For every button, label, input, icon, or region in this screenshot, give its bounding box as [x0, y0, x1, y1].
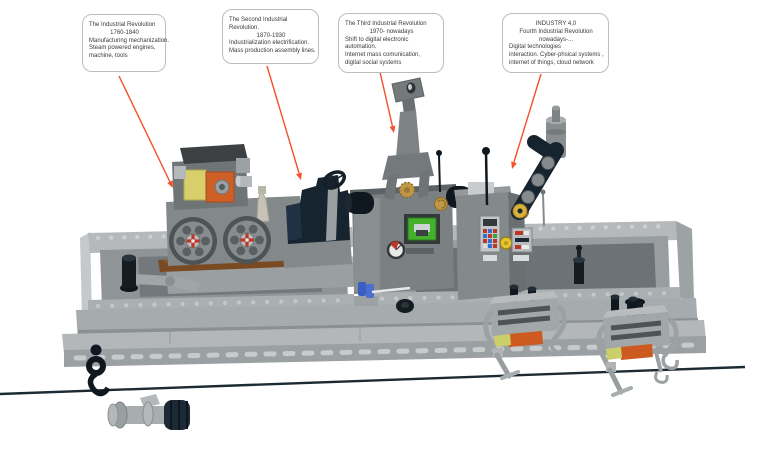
cable-trolley — [483, 284, 567, 380]
leader-line-1 — [118, 75, 171, 183]
assembly-line-machine — [344, 77, 474, 294]
button-panel — [511, 227, 533, 261]
callout-first-industrial-revolution: The Industrial Revolution 1760-1840 Manu… — [82, 14, 170, 72]
roller-axle — [107, 394, 190, 430]
engine-wheel — [169, 217, 217, 265]
hanging-fork — [654, 351, 663, 373]
hanging-tool — [607, 367, 624, 395]
boiler-yellow-block — [183, 169, 207, 201]
callout-line: Industrialization electrification. — [229, 40, 310, 47]
callout-line: The Third Industrial Revolution — [345, 21, 427, 27]
callout-line: internet of things, cloud network — [509, 59, 594, 66]
callout-line: 1760-1840 — [110, 29, 139, 36]
steam-engine-machine — [158, 144, 310, 272]
claw — [661, 355, 679, 371]
hanging-tool — [494, 352, 512, 379]
automation-machine — [434, 105, 566, 300]
arm-joint — [541, 156, 555, 170]
callout-line: Internet mass comunication, — [345, 52, 421, 59]
callout-line: Revolution. — [229, 24, 260, 31]
blue-clamp — [354, 282, 411, 306]
callout-line: Mass production assembly lines. — [229, 48, 316, 55]
left-tray-fixtures — [120, 254, 200, 292]
callout-line: machine, tools — [89, 53, 128, 60]
callout-line: 1870-1930 — [256, 32, 286, 39]
steering-wheel — [321, 170, 347, 190]
cable — [0, 365, 746, 396]
press-machine — [282, 170, 352, 268]
callout-line: Fourth Industrial Revolution — [519, 28, 593, 35]
arm-joint — [531, 173, 545, 187]
claw — [549, 341, 567, 354]
callout-line: automation. — [345, 44, 377, 51]
callout-third-industrial-revolution: The Third Industrial Revolution 1970- no… — [338, 13, 444, 73]
robot-arm — [511, 105, 566, 220]
arm-joint — [521, 190, 535, 204]
gauge — [386, 240, 406, 260]
gray-rod — [542, 193, 545, 227]
black-post — [122, 258, 136, 288]
press-arm-tower — [382, 77, 434, 200]
hook — [86, 344, 111, 397]
callout-line: interaction. Cyber-phsical systems , — [509, 52, 604, 59]
callout-line: INDUSTRY 4.0 — [535, 21, 577, 27]
callout-line: The Industrial Revolution — [89, 22, 156, 28]
button-panel — [479, 215, 501, 261]
engine-wheel — [223, 216, 271, 264]
callout-line: The Second Industrial — [229, 17, 288, 23]
callout-line: nowadays-... — [538, 36, 574, 43]
antenna — [438, 154, 441, 193]
smokestack — [256, 192, 270, 223]
callout-industry-4-0: INDUSTRY 4.0 Fourth Industrial Revolutio… — [502, 13, 609, 73]
callout-second-industrial-revolution: The Second Industrial Revolution. 1870-1… — [222, 9, 319, 64]
callout-line: 1970- nowadays — [369, 28, 414, 35]
control-screen — [404, 214, 440, 244]
leader-line-2 — [266, 65, 300, 174]
callout-line: Steam powered engines, — [89, 45, 156, 52]
antenna — [484, 151, 489, 206]
callout-line: digital social systems — [345, 59, 402, 66]
leader-line-3 — [379, 71, 394, 127]
leader-line-4 — [513, 73, 542, 163]
white-rod — [371, 286, 411, 294]
side-roller — [346, 192, 374, 214]
callout-line: Manufacturing mechanization. — [89, 37, 170, 44]
cable-trolley — [596, 294, 679, 397]
cab-roof — [180, 144, 248, 164]
leader-lines — [118, 65, 542, 188]
mast-column — [396, 110, 420, 158]
callout-line: Shift to digital electronic — [345, 36, 409, 43]
black-post — [574, 260, 584, 284]
callout-line: Digital technologies — [509, 44, 562, 51]
